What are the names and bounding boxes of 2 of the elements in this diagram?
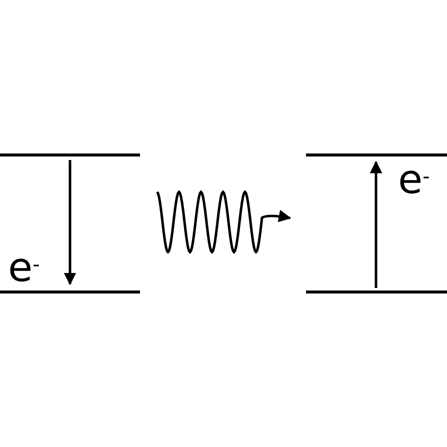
electron-label: e$^{-}$ (398, 160, 430, 200)
electron-label: e$^{-}$ (8, 248, 40, 288)
